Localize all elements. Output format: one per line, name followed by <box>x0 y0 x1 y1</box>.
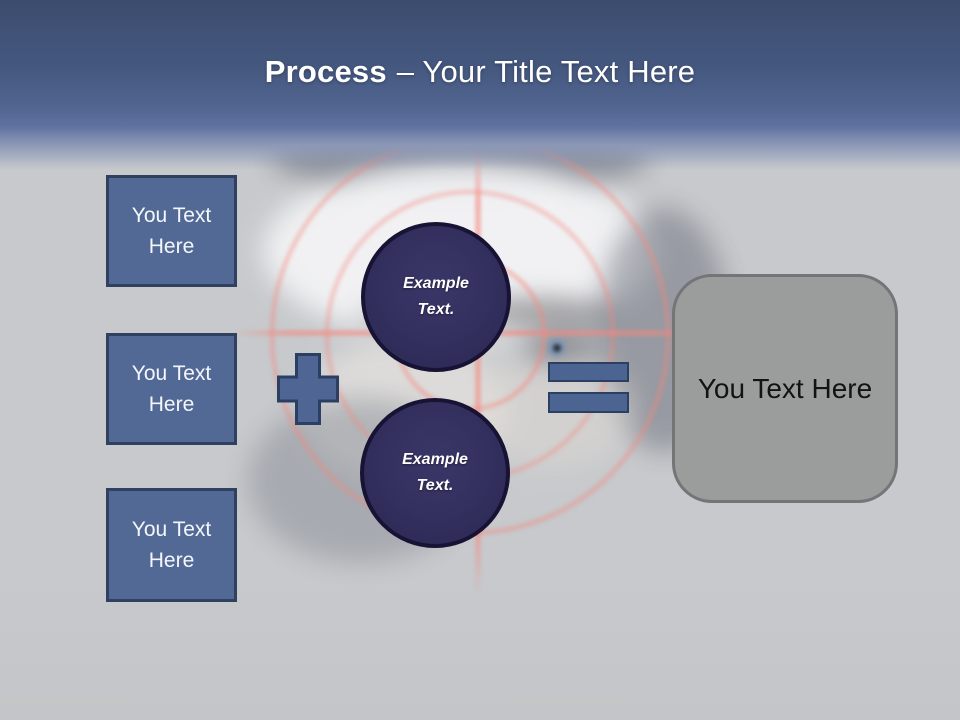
title-subtitle: – Your Title Text Here <box>396 54 696 89</box>
target-vertical-line <box>475 145 481 595</box>
header-band <box>0 0 960 170</box>
result-box[interactable]: You Text Here <box>672 274 898 503</box>
text-box-2[interactable]: You Text Here <box>106 333 237 445</box>
text-box-1-label: You Text Here <box>131 204 212 258</box>
title-keyword: Process <box>264 54 387 89</box>
equals-icon <box>548 362 629 382</box>
example-circle-1-label: Example Text. <box>403 275 469 318</box>
example-circle-2-label: Example Text. <box>402 451 468 494</box>
slide-title[interactable]: Process – Your Title Text Here <box>0 54 960 90</box>
example-circle-1[interactable]: Example Text. <box>361 222 511 372</box>
example-circle-2[interactable]: Example Text. <box>360 398 510 548</box>
text-box-3-label: You Text Here <box>131 518 212 572</box>
equals-icon <box>548 392 629 413</box>
text-box-2-label: You Text Here <box>131 362 212 416</box>
plus-icon <box>276 352 340 426</box>
text-box-3[interactable]: You Text Here <box>106 488 237 602</box>
text-box-1[interactable]: You Text Here <box>106 175 237 287</box>
result-box-label: You Text Here <box>697 372 873 404</box>
